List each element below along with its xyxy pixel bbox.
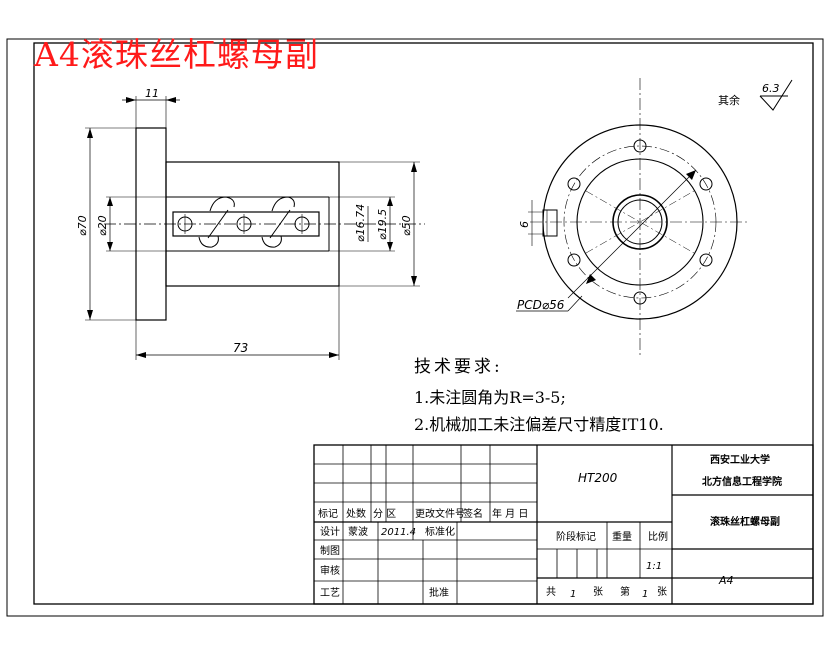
check-label: 审核	[320, 564, 340, 577]
outer-border	[6, 38, 824, 617]
arrowheads	[87, 97, 417, 358]
keyway	[542, 209, 558, 237]
total-label: 共	[546, 586, 556, 598]
rev-header-sign: 签名	[463, 507, 483, 520]
dim-flange-thickness: 11	[145, 87, 159, 100]
bolt-hole	[567, 177, 581, 191]
rev-header-zone: 分 区	[373, 508, 396, 520]
title-block-texts: 标记 处数 分 区 更改文件号 签名 年 月 日 设计 蒙波 2011.4 标准…	[318, 453, 782, 600]
design-date: 2011.4	[381, 527, 416, 538]
dim-length-73: 73	[233, 341, 248, 355]
dim-dia-16-74: ⌀16.74	[354, 204, 367, 242]
slot	[172, 211, 320, 237]
rev-header-date: 年 月 日	[492, 507, 528, 520]
page-label: 第	[620, 585, 630, 598]
sheet-unit-2: 张	[657, 586, 667, 598]
dim-pcd: PCD⌀56	[517, 298, 565, 312]
sheet-size: A4	[718, 574, 734, 587]
sheet-unit-1: 张	[593, 586, 603, 598]
rev-header-mark: 标记	[318, 508, 338, 520]
approve-label: 批准	[429, 586, 449, 599]
stage-label: 阶段标记	[556, 530, 596, 543]
dim-keyway-6: 6	[518, 221, 531, 228]
bolt-hole	[633, 139, 647, 153]
bolt-hole	[699, 177, 713, 191]
title-overlay: A4滚珠丝杠螺母副	[34, 35, 319, 74]
surface-finish-label: 其余	[718, 93, 740, 107]
material: HT200	[578, 471, 618, 485]
total-sheets: 1	[570, 589, 576, 600]
dim-dia-20: ⌀20	[96, 215, 109, 236]
rev-header-doc: 更改文件号	[415, 507, 465, 520]
rev-header-count: 处数	[346, 507, 366, 520]
tech-requirement-item: 1.未注圆角为R=3-5;	[414, 388, 566, 407]
page-number: 1	[642, 589, 648, 600]
tech-requirements-heading: 技术要求:	[414, 357, 503, 377]
surface-finish-symbol	[759, 79, 793, 111]
title-block	[313, 444, 814, 605]
scale-label: 比例	[648, 530, 668, 543]
front-view	[85, 96, 425, 360]
side-view	[516, 78, 750, 358]
bolt-hole	[567, 253, 581, 267]
tech-requirement-item: 2.机械加工未注偏差尺寸精度IT10.	[414, 415, 664, 434]
part-name: 滚珠丝杠螺母副	[710, 515, 780, 528]
designer-label: 设计	[320, 525, 340, 538]
standardize-label: 标准化	[425, 525, 455, 538]
process-label: 工艺	[320, 587, 340, 599]
scale-value: 1:1	[646, 561, 662, 572]
dim-dia-70: ⌀70	[76, 215, 89, 236]
pcd-circle	[563, 145, 717, 299]
designer-name: 蒙波	[348, 525, 368, 538]
bolt-hole	[699, 253, 713, 267]
bolt-hole	[633, 291, 647, 305]
school-line2: 北方信息工程学院	[702, 475, 782, 488]
dim-dia-50: ⌀50	[400, 215, 413, 236]
drafting-label: 制图	[320, 544, 340, 557]
dim-dia-19-5: ⌀19.5	[376, 209, 389, 240]
school-line1: 西安工业大学	[710, 453, 770, 466]
weight-label: 重量	[612, 530, 632, 543]
surface-finish-value: 6.3	[762, 82, 780, 95]
side-arrowheads	[586, 170, 696, 284]
